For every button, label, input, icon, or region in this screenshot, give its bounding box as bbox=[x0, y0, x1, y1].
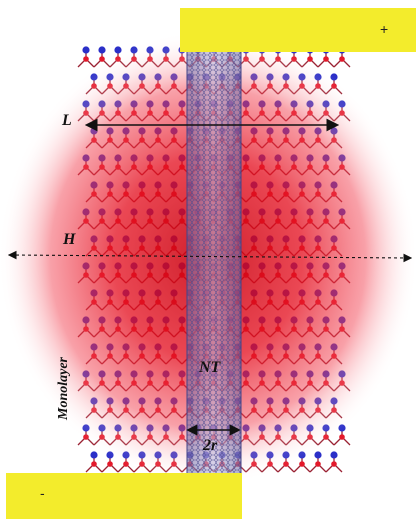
nanotube bbox=[186, 52, 242, 477]
chalcogen-atom bbox=[323, 56, 329, 62]
height-label: H bbox=[63, 231, 76, 248]
nanotube-label: NT bbox=[199, 359, 221, 376]
chalcogen-atom bbox=[339, 434, 345, 440]
metal-atom bbox=[82, 46, 90, 54]
chalcogen-atom bbox=[83, 56, 89, 62]
height-arrow bbox=[7, 250, 413, 263]
metal-atom bbox=[98, 46, 106, 54]
chalcogen-atom bbox=[315, 461, 321, 467]
metal-atom bbox=[90, 451, 98, 459]
positive-electrode: + bbox=[180, 8, 416, 52]
chalcogen-atom bbox=[339, 56, 345, 62]
chalcogen-atom bbox=[107, 461, 113, 467]
length-label: L bbox=[62, 112, 72, 129]
metal-atom bbox=[330, 451, 338, 459]
chalcogen-atom bbox=[331, 461, 337, 467]
monolayer-label: Monolayer bbox=[56, 357, 71, 420]
diameter-label: 2r bbox=[203, 437, 218, 454]
chalcogen-atom bbox=[91, 461, 97, 467]
positive-label: + bbox=[380, 21, 389, 37]
negative-label: - bbox=[40, 485, 45, 501]
negative-electrode: - bbox=[6, 473, 242, 519]
